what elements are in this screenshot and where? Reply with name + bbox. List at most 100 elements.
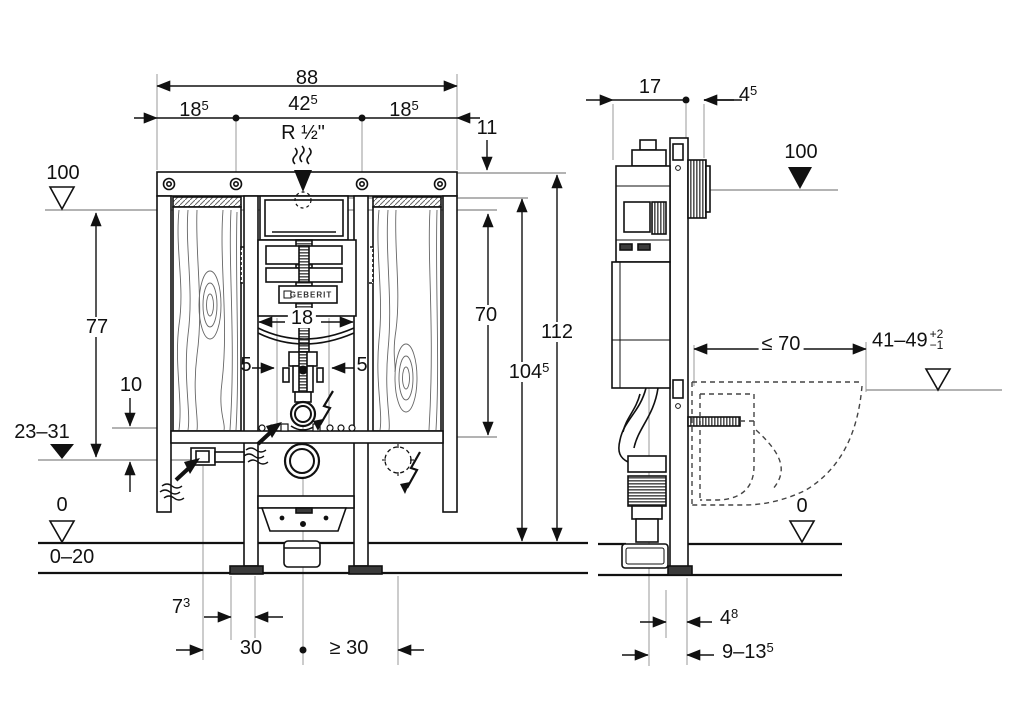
- support-arc-2: [257, 332, 355, 345]
- brand-label: GEBERIT: [289, 290, 333, 300]
- dim-overall-width-label: 88: [295, 67, 319, 89]
- actuator-bracket: [705, 165, 711, 213]
- valve-top: [631, 149, 667, 167]
- level-triangle-filled-2331: [50, 444, 74, 459]
- drain-sleeve: [627, 475, 667, 507]
- lower-rail: [170, 430, 444, 444]
- level-triangle-open-100-front: [48, 186, 76, 211]
- dim-wall-offset-label: 48: [719, 606, 739, 629]
- rail-slot-top: [672, 143, 684, 161]
- dimension-lines: [90, 80, 867, 661]
- level-triangle-open-4149: [924, 368, 952, 392]
- rail-slot-mid: [672, 379, 684, 399]
- water-supply-arrow-icon: [243, 422, 282, 465]
- foot-plate-right: [348, 565, 383, 575]
- brand-plate: [278, 285, 338, 304]
- dim-height-70-label: 70: [471, 305, 501, 325]
- bend-neck: [294, 391, 312, 403]
- level-triangle-filled-100-side: [788, 167, 812, 189]
- dim-foot-width-label: 73: [171, 595, 191, 618]
- meter-mark-side-label: 100: [784, 141, 818, 163]
- brand-square-icon: [283, 290, 292, 299]
- supply-range-label: 23–31: [14, 421, 70, 443]
- dim-frame-depth-label: 17: [638, 76, 662, 98]
- down-arrow-water-connection: [294, 170, 312, 192]
- crossbar: [257, 495, 355, 509]
- dimension-dots: [232, 96, 690, 654]
- actuator-plate: [687, 159, 707, 219]
- dim-outlet-distance-label: ≤ 70: [758, 334, 804, 354]
- water-connection-label: R ½": [281, 122, 325, 144]
- meter-mark-front-label: 100: [46, 162, 80, 184]
- water-connection-waves-icon: [292, 145, 312, 165]
- bracket-clip: [295, 507, 313, 514]
- water-symbols: [159, 145, 312, 501]
- dim-clear-width-label: 18: [287, 308, 317, 328]
- support-arc-1: [257, 327, 355, 340]
- dim-top-clearance-label: 11: [476, 117, 498, 139]
- rail-hole-top: [675, 165, 681, 171]
- floor-lines: [38, 541, 842, 577]
- supply-valve-inner: [195, 450, 210, 463]
- flush-pipe-upper2: [298, 245, 310, 283]
- side-rail-right: [442, 195, 458, 513]
- level-triangle-open-0-front: [48, 520, 76, 544]
- dim-height-112-label: 112: [538, 322, 576, 342]
- dim-offset-right-label: 185: [389, 98, 419, 121]
- screed-range-label: 0–20: [49, 546, 95, 568]
- dim-side-clearance-label: ≥ 30: [326, 638, 372, 658]
- side-rail: [669, 137, 689, 575]
- pipe-clamp-inner: [625, 547, 665, 565]
- wood-panel-top-right: [372, 196, 442, 208]
- level-triangle-open-0-side: [788, 520, 816, 544]
- toilet-outline-dashed: [691, 381, 863, 506]
- side-view-structure: [611, 137, 741, 576]
- dim-drain-offset-label: 9–135: [722, 640, 774, 663]
- dashed-circle-ticks: [382, 444, 414, 476]
- waste-outlet-inner: [289, 448, 315, 474]
- drain-fitting-2: [635, 518, 659, 543]
- wood-panel-left: [172, 206, 242, 432]
- dim-bolt-left-label: 5: [240, 354, 252, 376]
- supply-stub: [214, 451, 245, 463]
- water-supply-arrow-icon-2: [159, 458, 200, 501]
- dim-offset-left-label: 185: [179, 98, 209, 121]
- cistern-tank: [611, 261, 671, 389]
- dim-bolt-right-label: 5: [356, 354, 368, 376]
- floor-zero-side-label: 0: [796, 495, 808, 517]
- drain-stub: [283, 540, 321, 568]
- dim-foot-offset-label: 30: [236, 638, 266, 658]
- outlet-bracket: [260, 507, 348, 532]
- dim-gap-label: 10: [119, 374, 143, 396]
- dim-actuator-width-label: 425: [288, 92, 318, 115]
- rail-foot: [667, 565, 693, 576]
- dashed-circle-option: [384, 446, 412, 474]
- inspection-window-inner: [264, 199, 344, 237]
- threaded-rod: [687, 416, 741, 427]
- lightning-bolt-icon-2: [400, 451, 421, 494]
- bend-tab-left: [282, 367, 290, 383]
- floor-zero-front-label: 0: [56, 494, 68, 516]
- stud-left: [243, 195, 259, 567]
- dim-plate-depth-label: 45: [738, 83, 758, 106]
- dim-supply-height-label: 77: [82, 317, 112, 337]
- foot-plate-left: [229, 565, 264, 575]
- drain-connector: [627, 455, 667, 473]
- valve-cap: [639, 139, 657, 151]
- ceramic-height-label: 41–49+2−1: [872, 327, 944, 352]
- electrical-symbols: [313, 390, 421, 494]
- wood-panel-top-left: [172, 196, 242, 208]
- wood-grain-panel: [177, 209, 439, 431]
- front-view-structure: [156, 171, 458, 575]
- drain-fitting-1: [631, 505, 663, 520]
- dim-height-1045-label: 1045: [505, 361, 553, 382]
- cistern-window: [623, 201, 651, 233]
- fixing-holes: [258, 423, 356, 432]
- side-rail-left: [156, 195, 172, 513]
- rail-hole-mid: [675, 403, 681, 409]
- center-dot: [298, 365, 308, 375]
- screw-head: [162, 177, 447, 191]
- cistern-hatch: [651, 201, 667, 235]
